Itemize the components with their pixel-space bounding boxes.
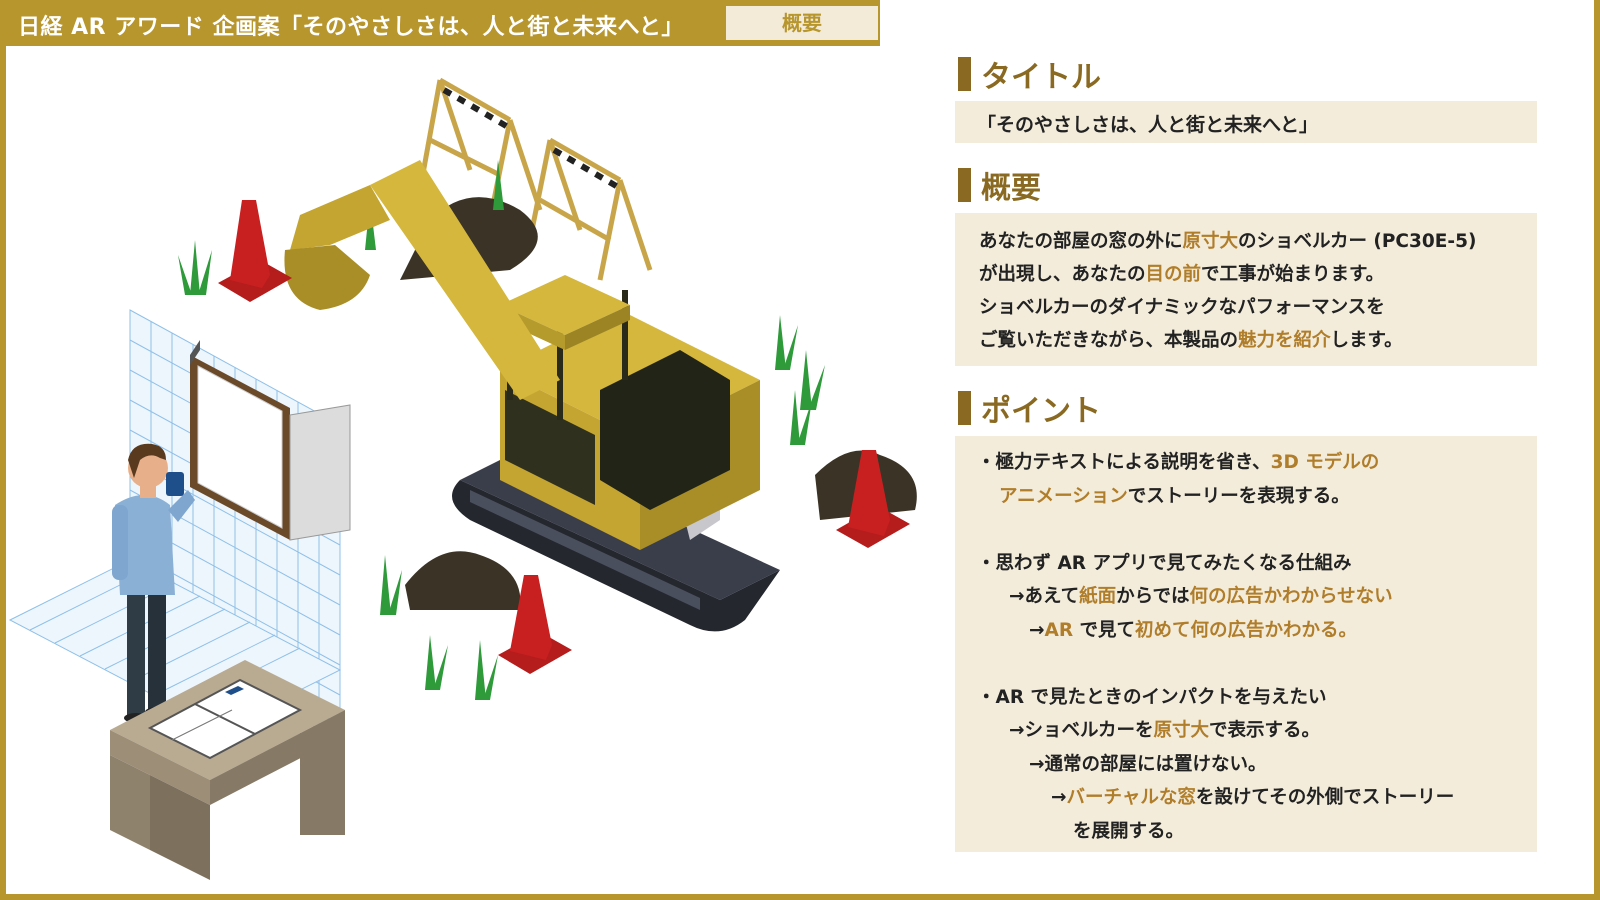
header-title: 日経 AR アワード 企画案「そのやさしさは、人と街と未来へと」 [18,15,684,40]
virtual-window-icon [190,340,351,541]
title-text: 「そのやさしさは、人と街と未来へと」 [977,114,1319,136]
heading-marker [958,57,971,91]
point-line: ・AR で見たときのインパクトを与えたい [977,686,1327,708]
overview-panel: あなたの部屋の窓の外に原寸大のショベルカー (PC30E-5) が出現し、あなた… [955,213,1537,366]
title-panel: 「そのやさしさは、人と街と未来へと」 [955,101,1537,143]
point-line: →AR で見て初めて何の広告かわかる。 [1029,619,1358,641]
tab-overview[interactable]: 概要 [726,6,878,40]
desk-icon [110,660,345,880]
title-heading: タイトル [958,52,1101,96]
excavator-icon [284,160,780,632]
traffic-cone-icon [218,200,910,674]
overview-line: ショベルカーのダイナミックなパフォーマンスを [979,297,1385,318]
overview-heading-text: 概要 [981,171,1041,206]
point-line: →バーチャルな窓を設けてその外側でストーリー [1051,787,1455,808]
point-line: アニメーションでストーリーを表現する。 [999,485,1350,507]
points-heading-text: ポイント [981,394,1101,429]
header-bar: 日経 AR アワード 企画案「そのやさしさは、人と街と未来へと」 概要 [0,0,880,46]
point-line: →ショベルカーを原寸大で表示する。 [1009,720,1320,741]
heading-marker [958,168,971,202]
overview-heading: 概要 [958,163,1041,207]
heading-marker [958,391,971,425]
illustration [8,77,917,880]
point-line: →あえて紙面からでは何の広告かわからせない [1009,586,1393,607]
overview-line: ご覧いただきながら、本製品の魅力を紹介します。 [979,330,1403,351]
point-line: を展開する。 [1073,820,1185,842]
point-line: ・思わず AR アプリで見てみたくなる仕組み [977,552,1352,574]
overview-line: あなたの部屋の窓の外に原寸大のショベルカー (PC30E-5) [979,231,1477,252]
newspaper-icon [147,678,303,760]
point-line: ・極力テキストによる説明を省き、3D モデルの [977,452,1380,473]
points-heading: ポイント [958,386,1101,430]
points-panel: ・極力テキストによる説明を省き、3D モデルの アニメーションでストーリーを表現… [955,436,1537,852]
point-line: →通常の部屋には置けない。 [1029,753,1267,775]
overview-line: が出現し、あなたの目の前で工事が始まります。 [979,264,1385,285]
title-heading-text: タイトル [981,60,1101,95]
